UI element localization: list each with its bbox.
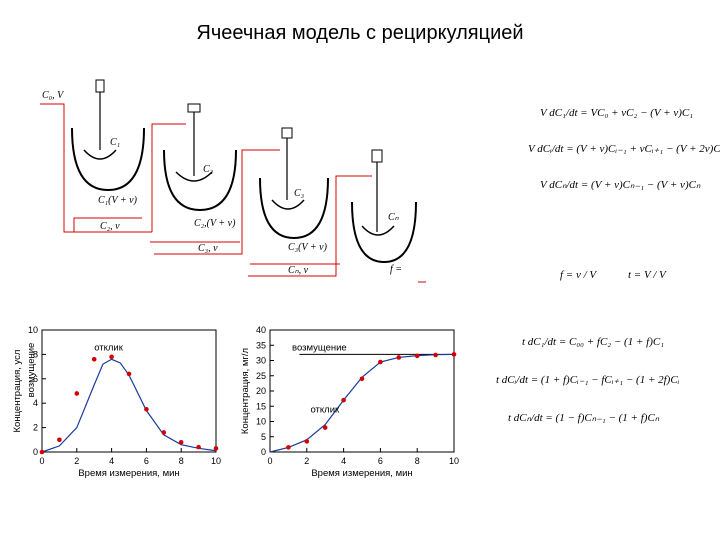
eq-top-1: V dC₁/dt = VC₀ + vC₂ − (V + v)C₁ [540, 107, 693, 119]
data-point [57, 437, 62, 443]
data-point [414, 353, 420, 359]
equations-top: V dC₁/dt = VC₀ + vC₂ − (V + v)C₁ V dCᵢ/d… [528, 107, 720, 281]
cell-1-out-label: C₁(V + v) [98, 195, 138, 206]
y-tick-label: 10 [256, 417, 266, 427]
data-point [109, 354, 114, 360]
eq-bottom-3: t dCₙ/dt = (1 − f)Cₙ₋₁ − (1 + f)Cₙ [508, 412, 660, 424]
data-point [213, 446, 219, 451]
data-point [359, 376, 365, 382]
step-label: возмущение [292, 342, 347, 353]
y-tick-label: 4 [33, 398, 38, 408]
y-tick-label: 8 [33, 349, 38, 359]
data-point [178, 439, 184, 445]
data-point [451, 352, 457, 357]
cell-1-label: C₁ [110, 137, 120, 148]
y-tick-label: 25 [256, 371, 266, 381]
cell-n-label: Cₙ [388, 212, 400, 223]
data-point [91, 356, 97, 362]
x-tick-label: 10 [449, 456, 459, 466]
y-axis-label: Концентрация, мг/л [240, 348, 251, 434]
cell-n-f-label: f = [390, 264, 402, 275]
y-tick-label: 10 [28, 325, 38, 335]
back-flow-3: Cₙ, v [288, 265, 309, 276]
eq-top-2: V dCᵢ/dt = (V + v)Cᵢ₋₁ + vCᵢ₊₁ − (V + 2v… [528, 143, 720, 155]
response-curve [41, 358, 217, 453]
x-tick-label: 6 [378, 456, 383, 466]
y-tick-label: 0 [261, 447, 266, 457]
back-flow-1: C₂, v [100, 221, 120, 232]
x-tick-label: 8 [179, 456, 184, 466]
flow-lines [40, 103, 426, 283]
x-tick-label: 10 [211, 456, 221, 466]
data-point [396, 355, 402, 360]
y-tick-label: 15 [256, 401, 266, 411]
x-tick-label: 8 [415, 456, 420, 466]
cell-2-out-label: C₂,(V + v) [194, 218, 236, 229]
y-tick-label: 30 [256, 356, 266, 366]
slide-title: Ячеечная модель с рециркуляцией [196, 22, 524, 44]
x-tick-label: 0 [39, 456, 44, 466]
y-tick-label: 5 [261, 432, 266, 442]
data-point [341, 397, 346, 403]
y-tick-label: 2 [33, 423, 38, 433]
annotation-response: отклик [310, 404, 340, 415]
x-tick-label: 0 [267, 456, 272, 466]
reactor-2: C₂ C₂,(V + v) [163, 103, 237, 229]
cell-cascade-diagram: C₀, V C₁ C₁(V + v) C₂ C₂,(V + v) C₃ C₃(V [40, 79, 426, 283]
back-flow-2: C₃, v [198, 243, 218, 254]
feed-label: C₀, V [42, 90, 65, 101]
x-tick-label: 4 [341, 456, 346, 466]
plot-frame [41, 329, 217, 453]
f-def: f = v / V [560, 269, 597, 281]
data-point [196, 444, 201, 450]
data-point [286, 445, 291, 450]
y-tick-label: 40 [256, 325, 266, 335]
data-point [161, 430, 167, 435]
data-point [126, 371, 132, 377]
x-axis-label: Время измерения, мин [78, 468, 179, 479]
eq-bottom-2: t dCᵢ/dt = (1 + f)Cᵢ₋₁ − fCᵢ₊₁ − (1 + 2f… [496, 374, 680, 386]
response-curve [269, 353, 455, 453]
t-def: t = V / V [628, 269, 667, 281]
annotation-response: отклик [94, 343, 124, 354]
data-point [304, 439, 310, 444]
data-point [144, 407, 149, 412]
reactor-1: C₁ C₁(V + v) [71, 79, 145, 206]
cell-3-out-label: C₃(V + v) [288, 242, 328, 253]
eq-bottom-1: t dC₁/dt = C₀₀ + fC₂ − (1 + f)C₁ [522, 336, 664, 348]
x-tick-label: 2 [304, 456, 309, 466]
y-tick-label: 6 [33, 374, 38, 384]
x-axis-label: Время измерения, мин [311, 468, 412, 479]
reactor-n: Cₙ f = [351, 149, 417, 275]
x-tick-label: 4 [109, 456, 114, 466]
data-point [322, 425, 328, 430]
y-axis-label: Концентрация, усл [12, 350, 23, 433]
data-point [74, 391, 80, 396]
reactor-3: C₃ C₃(V + v) [259, 127, 329, 253]
x-tick-label: 6 [144, 456, 149, 466]
data-point [39, 449, 45, 455]
x-tick-label: 2 [74, 456, 79, 466]
equations-bottom: t dC₁/dt = C₀₀ + fC₂ − (1 + f)C₁ t dCᵢ/d… [496, 336, 680, 424]
cell-2-label: C₂ [203, 164, 214, 175]
y-axis-secondary-label: возмущение [26, 343, 37, 398]
cell-3-label: C₃ [294, 188, 305, 199]
y-tick-label: 0 [33, 447, 38, 457]
y-tick-label: 20 [256, 386, 266, 396]
eq-top-3: V dCₙ/dt = (V + v)Cₙ₋₁ − (V + v)Cₙ [540, 179, 701, 191]
y-tick-label: 35 [256, 340, 266, 350]
data-point [378, 359, 383, 365]
data-point [433, 352, 438, 358]
